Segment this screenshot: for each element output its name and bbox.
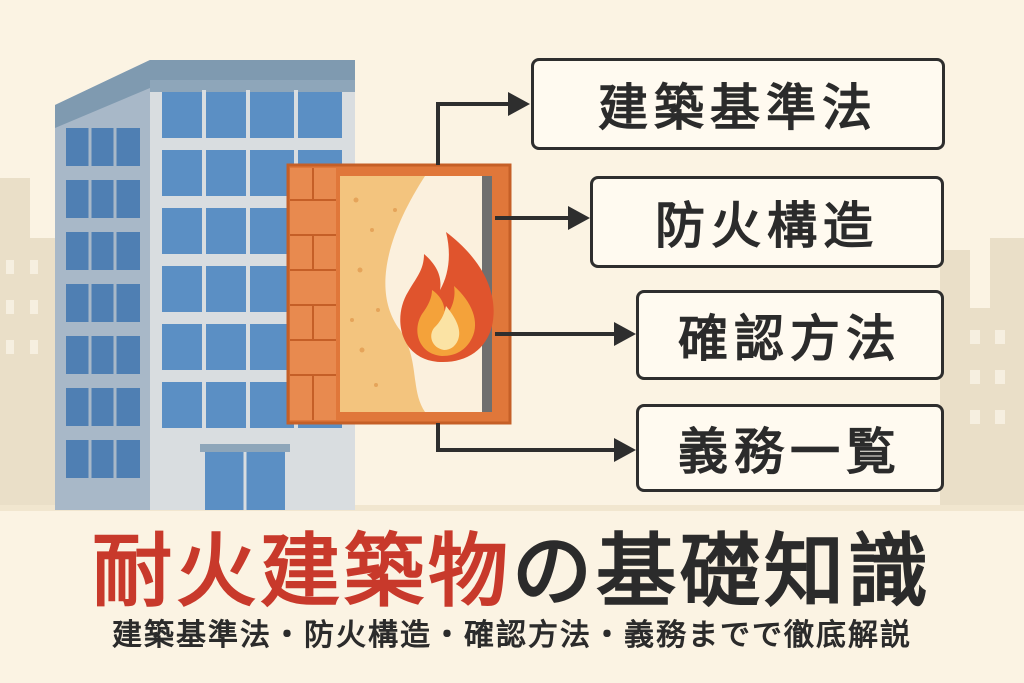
main-title: 耐火建築物の基礎知識 [0,526,1024,618]
background-city-icon [0,178,1024,508]
label-box-obligation-list: 義務一覧 [636,404,944,492]
arrow-head-icon [508,92,636,462]
background-window-icon [6,260,1005,424]
label-box-fireproof-structure: 防火構造 [590,176,944,268]
main-title-highlight: 耐火建築物 [92,525,512,618]
label-box-building-standards-act: 建築基準法 [531,58,945,150]
main-title-rest: の基礎知識 [512,525,932,618]
subtitle: 建築基準法・防火構造・確認方法・義務までで徹底解説 [112,618,912,653]
flame-icon [400,232,494,363]
arrow-right-icon [436,102,618,452]
label-box-confirmation-method: 確認方法 [636,290,944,380]
